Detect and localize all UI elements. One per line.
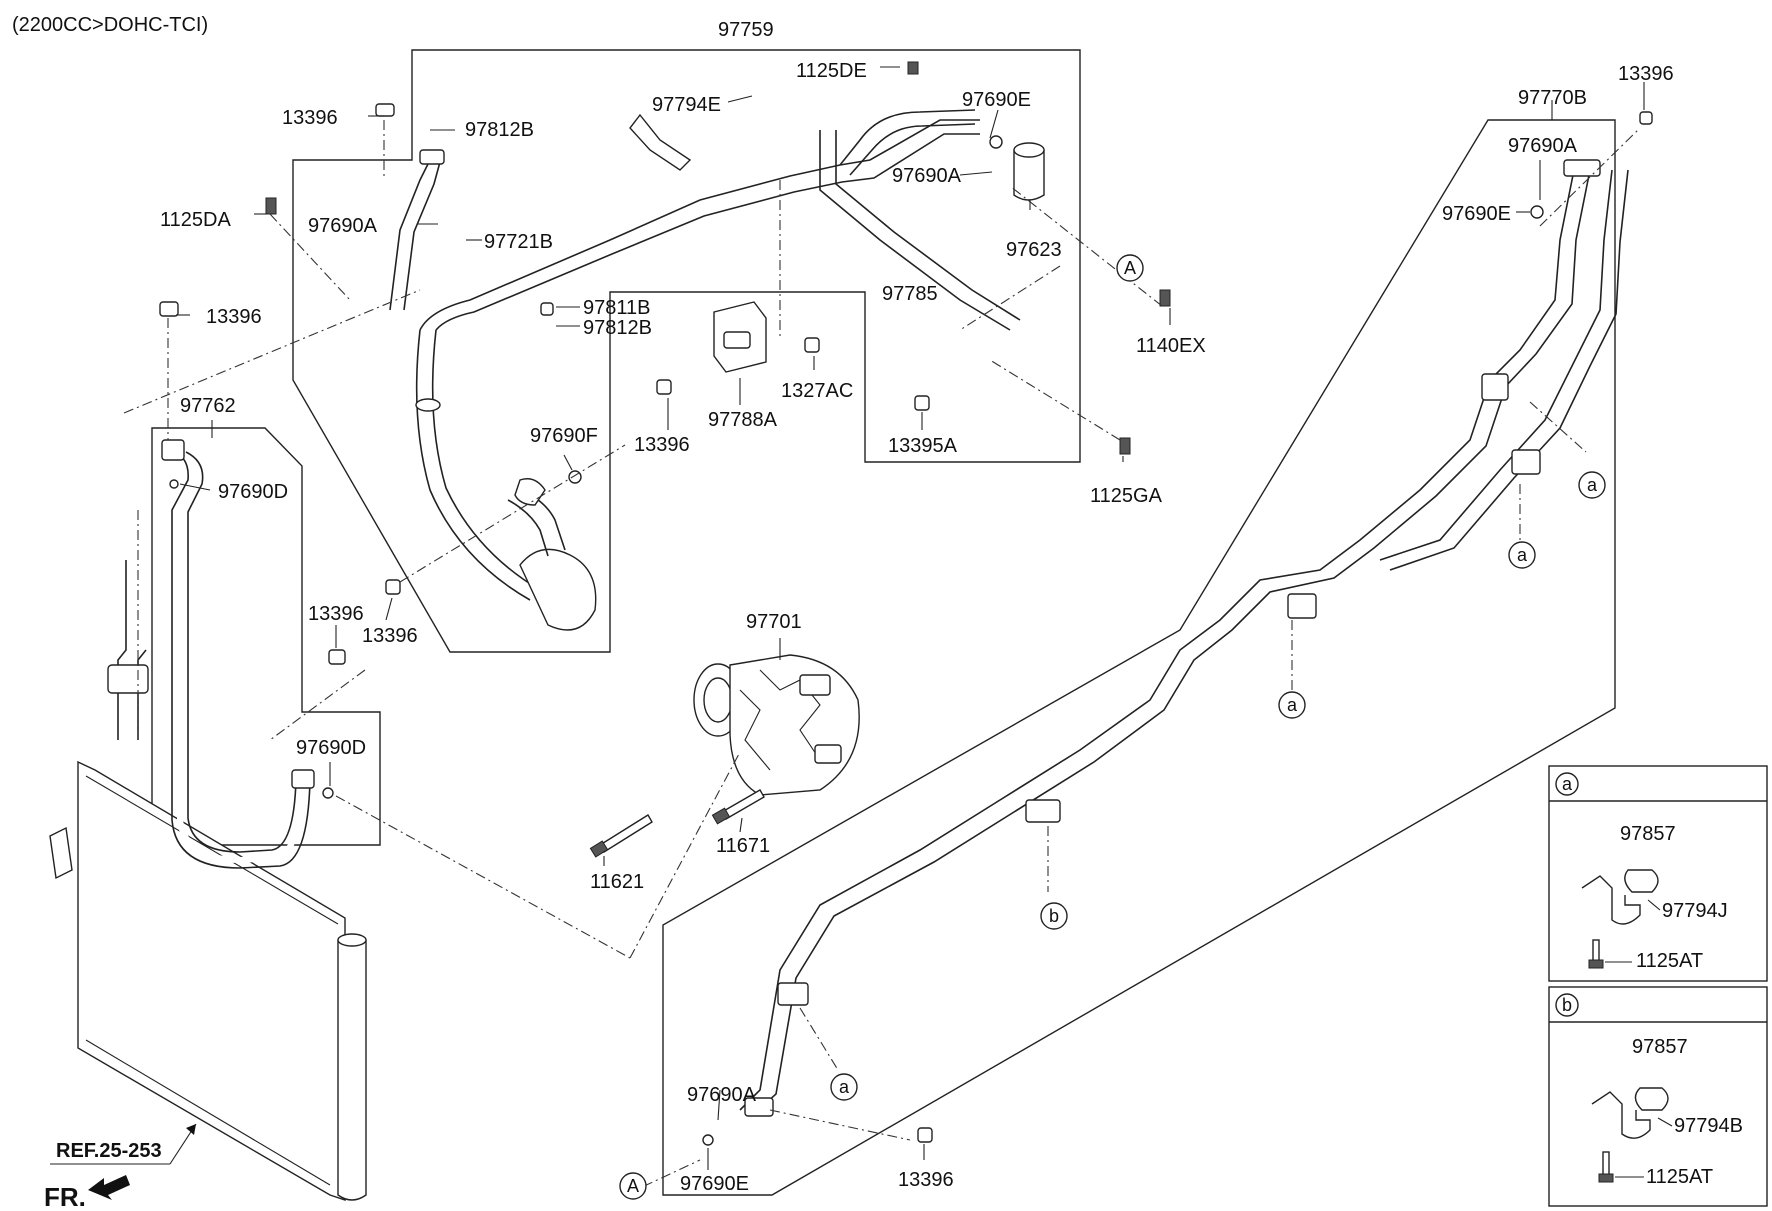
label-97690f: 97690F — [530, 425, 598, 447]
label-97690a-top: 97690A — [308, 215, 378, 237]
label-97690a-mid: 97690A — [892, 165, 962, 187]
label-97794j: 97794J — [1662, 900, 1728, 922]
label-13396-left: 13396 — [206, 306, 262, 328]
label-11621: 11621 — [590, 871, 644, 893]
label-97690e-right: 97690E — [1442, 203, 1511, 225]
label-97690d-top: 97690D — [218, 481, 288, 503]
bolt-11621-icon — [589, 814, 653, 858]
label-97690e-top: 97690E — [962, 89, 1031, 111]
svg-text:A: A — [627, 1176, 639, 1196]
callout-a-2: a — [1508, 541, 1536, 569]
detail-box-b: b 97857 97794B 1125AT — [1548, 986, 1768, 1207]
label-97794b: 97794B — [1674, 1115, 1743, 1137]
label-1125ga: 1125GA — [1090, 485, 1163, 507]
label-97770b: 97770B — [1518, 87, 1587, 109]
detail-box-a: a 97857 97794J 1125AT — [1548, 765, 1768, 982]
group-outline-97770b — [662, 119, 1616, 1196]
label-97812b-mid: 97812B — [583, 317, 652, 339]
bolt-11671-icon — [711, 789, 765, 825]
label-97811b: 97811B — [583, 297, 650, 319]
callout-b-1: b — [1040, 902, 1068, 930]
svg-text:a: a — [1287, 695, 1298, 715]
label-1125at-a: 1125AT — [1636, 950, 1703, 972]
label-1140ex: 1140EX — [1136, 335, 1206, 357]
label-13396-lower1: 13396 — [308, 603, 364, 625]
svg-text:a: a — [1587, 475, 1598, 495]
label-97701: 97701 — [746, 611, 802, 633]
label-97794e: 97794E — [652, 94, 721, 116]
label-97623: 97623 — [1006, 239, 1062, 261]
callout-A-2: A — [619, 1172, 647, 1200]
label-97812b-top: 97812B — [465, 119, 534, 141]
bolt-icon-b — [1598, 1151, 1644, 1183]
callout-a-3: a — [1278, 691, 1306, 719]
label-97721b: 97721B — [484, 231, 553, 253]
front-arrow-icon — [88, 1175, 130, 1200]
condenser-icon — [49, 560, 367, 1201]
label-97857-b: 97857 — [1632, 1036, 1688, 1058]
label-1327ac: 1327AC — [781, 380, 853, 402]
label-97690a-bottom: 97690A — [687, 1084, 757, 1106]
leader-lines — [176, 66, 1645, 1170]
clip-bracket-icon-b — [1591, 1087, 1673, 1139]
label-97857-a: 97857 — [1620, 823, 1676, 845]
label-1125at-b: 1125AT — [1646, 1166, 1713, 1188]
label-97690d-low: 97690D — [296, 737, 366, 759]
receiver-drier-icon — [1013, 142, 1045, 201]
label-97759: 97759 — [718, 19, 774, 41]
hose-97762-icon — [161, 439, 334, 869]
svg-text:a: a — [839, 1077, 850, 1097]
label-97785: 97785 — [882, 283, 938, 305]
clip-bracket-icon-a — [1581, 869, 1661, 925]
svg-text:b: b — [1049, 906, 1059, 926]
ref-note: REF.25-253 — [50, 1123, 197, 1165]
engine-spec-title: (2200CC>DOHC-TCI) — [12, 14, 208, 36]
label-97690a-right: 97690A — [1508, 135, 1578, 157]
callout-a-1: a — [1578, 471, 1606, 499]
label-13396-center: 13396 — [634, 434, 690, 456]
label-13396-topleft: 13396 — [282, 107, 338, 129]
line-97770b-icon — [739, 159, 1629, 1117]
svg-text:A: A — [1124, 258, 1136, 278]
label-13396-right: 13396 — [1618, 63, 1674, 85]
fastener-icons — [159, 61, 1653, 1146]
label-13396-bottom: 13396 — [898, 1169, 954, 1191]
label-1125da: 1125DA — [160, 209, 231, 231]
detail-a-tag: a — [1562, 774, 1573, 794]
ref-label: REF.25-253 — [56, 1140, 162, 1162]
bolt-icon-a — [1588, 939, 1632, 969]
callout-A-1: A — [1116, 254, 1144, 282]
label-97690e-bottom: 97690E — [680, 1173, 749, 1195]
label-11671: 11671 — [716, 835, 770, 857]
group-outline-97759 — [292, 49, 1081, 653]
compressor-icon — [693, 654, 860, 796]
label-97788a: 97788A — [708, 409, 778, 431]
label-1125de: 1125DE — [796, 60, 867, 82]
reference-lines — [123, 120, 1641, 1196]
label-13395a: 13395A — [888, 435, 958, 457]
bracket-97788a-icon — [713, 301, 767, 373]
svg-text:a: a — [1517, 545, 1528, 565]
front-direction-indicator: FR. — [44, 1175, 130, 1211]
label-97762: 97762 — [180, 395, 236, 417]
front-label: FR. — [44, 1182, 86, 1211]
callout-a-4: a — [830, 1073, 858, 1101]
part-labels: 97759 1125DE 97794E 97690E 13396 97812B … — [160, 19, 1674, 1195]
label-13396-lower2: 13396 — [362, 625, 418, 647]
hose-97759-icon — [389, 109, 1021, 631]
detail-b-tag: b — [1562, 995, 1572, 1015]
